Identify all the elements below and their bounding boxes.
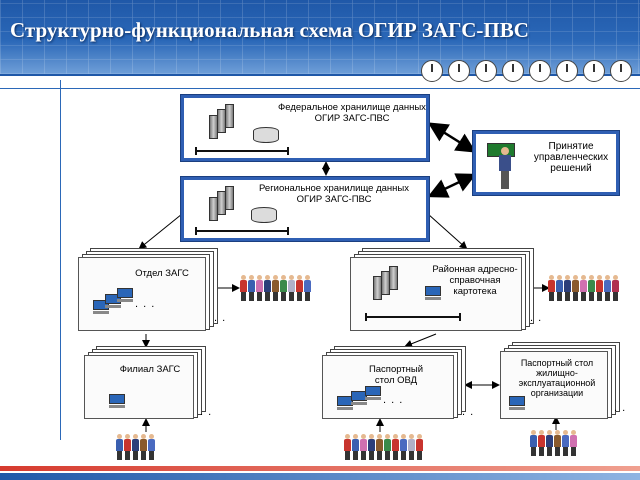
- more-indicator: . .: [530, 312, 543, 324]
- federal-storage-box[interactable]: Федеральное хранилище данных ОГИР ЗАГС-П…: [180, 94, 430, 162]
- more-indicator: . .: [614, 402, 627, 414]
- more-indicator: . .: [214, 312, 227, 324]
- computer-icon: [109, 394, 125, 408]
- regional-storage-label: Региональное хранилище данных ОГИР ЗАГС-…: [259, 183, 409, 205]
- server-icon: [225, 104, 234, 128]
- header-rule-thin: [0, 88, 640, 89]
- page-title: Структурно-функциональная схема ОГИР ЗАГ…: [10, 18, 529, 42]
- passport-housing-label: Паспортный стол жилищно-эксплуатационной…: [518, 358, 596, 398]
- clock-icon: [610, 60, 632, 82]
- more-indicator: . .: [200, 406, 213, 418]
- people-group-icon: [548, 275, 619, 301]
- zags-department-stack[interactable]: Отдел ЗАГС . . .: [78, 248, 220, 332]
- people-group-icon: [116, 434, 155, 460]
- more-indicator: . . .: [135, 298, 156, 310]
- clock-icon: [448, 60, 470, 82]
- database-icon: [251, 207, 277, 223]
- footer-stripe: [0, 466, 640, 480]
- network-bus: [195, 227, 289, 235]
- header-rule: [0, 74, 640, 76]
- network-bus: [195, 147, 289, 155]
- server-icon: [225, 186, 234, 210]
- computer-icon: [117, 288, 133, 302]
- zags-department-label: Отдел ЗАГС: [135, 268, 189, 279]
- passport-housing-stack[interactable]: Паспортный стол жилищно-эксплуатационной…: [500, 342, 622, 420]
- decisions-box[interactable]: Принятие управленческих решений: [472, 130, 620, 196]
- address-index-label: Районная адресно-справочная картотека: [432, 264, 518, 297]
- regional-storage-box[interactable]: Региональное хранилище данных ОГИР ЗАГС-…: [180, 176, 430, 242]
- left-guide-line: [60, 80, 61, 440]
- clock-icon: [475, 60, 497, 82]
- computer-icon: [337, 396, 353, 410]
- zags-branch-label: Филиал ЗАГС: [119, 364, 181, 375]
- presenter-icon: [501, 147, 509, 155]
- computer-icon: [351, 391, 367, 405]
- computer-icon: [425, 286, 441, 300]
- clock-icon: [583, 60, 605, 82]
- server-icon: [389, 266, 398, 290]
- computer-icon: [365, 386, 381, 400]
- passport-ovd-stack[interactable]: Паспортный стол ОВД . . .: [322, 346, 468, 420]
- passport-ovd-label: Паспортный стол ОВД: [368, 364, 424, 386]
- clock-icon: [502, 60, 524, 82]
- database-icon: [253, 127, 279, 143]
- clock-icon: [529, 60, 551, 82]
- people-group-icon: [240, 275, 311, 301]
- clock-icon: [421, 60, 443, 82]
- people-group-icon: [344, 434, 423, 460]
- computer-icon: [509, 396, 525, 410]
- people-group-icon: [530, 430, 577, 456]
- clock-icon: [556, 60, 578, 82]
- header-banner: Структурно-функциональная схема ОГИР ЗАГ…: [0, 0, 640, 74]
- more-indicator: . .: [462, 406, 475, 418]
- address-index-stack[interactable]: Районная адресно-справочная картотека: [350, 248, 536, 332]
- clock-row: [421, 60, 632, 82]
- network-bus: [365, 313, 461, 321]
- federal-storage-label: Федеральное хранилище данных ОГИР ЗАГС-П…: [278, 102, 426, 124]
- decisions-label: Принятие управленческих решений: [533, 141, 609, 174]
- more-indicator: . . .: [383, 394, 404, 406]
- zags-branch-stack[interactable]: Филиал ЗАГС: [84, 346, 208, 420]
